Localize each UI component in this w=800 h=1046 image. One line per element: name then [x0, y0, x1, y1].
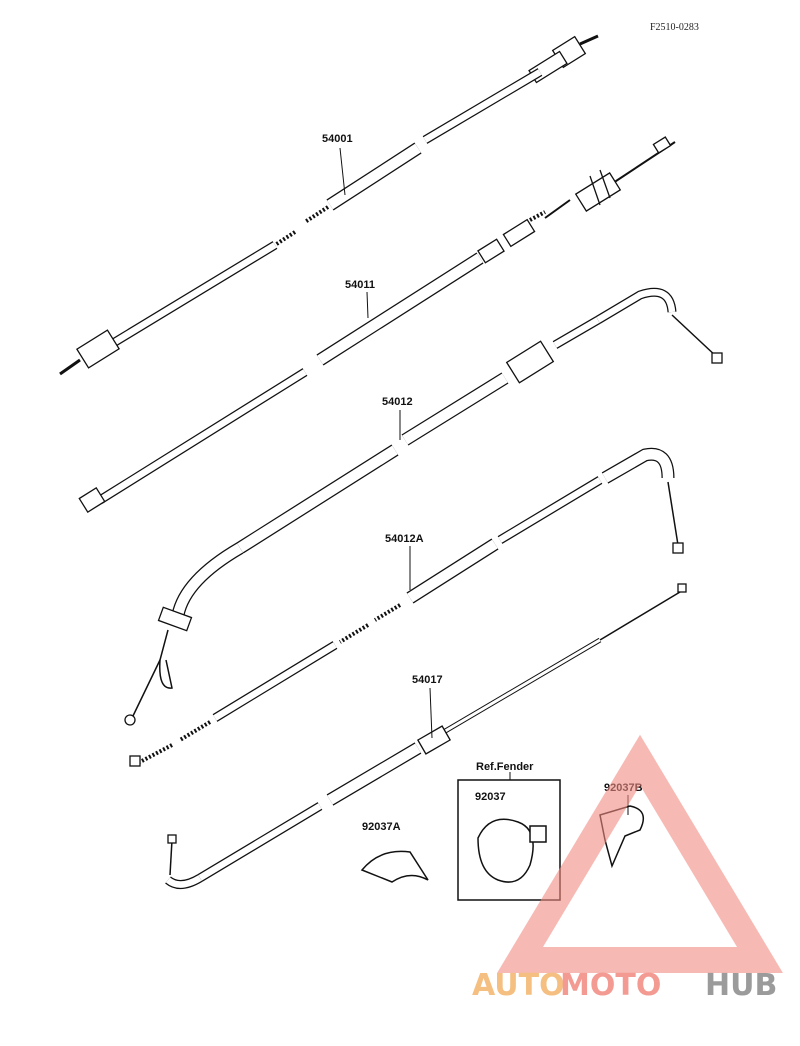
part-label-92037: 92037	[475, 791, 506, 803]
part-label-54001: 54001	[322, 133, 353, 145]
cable-54012A	[129, 447, 684, 767]
cable-54001	[59, 34, 599, 376]
watermark-auto: AUTO	[472, 968, 565, 1003]
cable-54012	[124, 287, 723, 726]
watermark-logo: AUTO MOTO HUB	[472, 734, 783, 1003]
rubber-boot	[574, 172, 622, 212]
ref-fender-box	[457, 779, 561, 901]
part-label-54012: 54012	[382, 396, 413, 408]
part-label-54017: 54017	[412, 674, 443, 686]
clamp-92037A	[360, 850, 429, 883]
cable-54011	[78, 136, 676, 513]
watermark-triangle-icon	[497, 734, 783, 973]
figure-code: F2510-0283	[650, 22, 699, 33]
watermark-moto: MOTO	[560, 968, 661, 1003]
adjuster-nut	[502, 218, 536, 248]
part-label-54012A: 54012A	[385, 533, 424, 545]
watermark-hub: HUB	[705, 968, 777, 1003]
cable-54017	[165, 583, 687, 889]
part-label-54011: 54011	[345, 279, 375, 291]
grommet-92037	[477, 818, 534, 883]
leader-lines	[339, 147, 629, 815]
cable-joint	[416, 725, 452, 755]
ref-fender-label: Ref.Fender	[476, 761, 534, 773]
part-label-92037A: 92037A	[362, 821, 401, 833]
adjuster-body	[505, 340, 555, 384]
